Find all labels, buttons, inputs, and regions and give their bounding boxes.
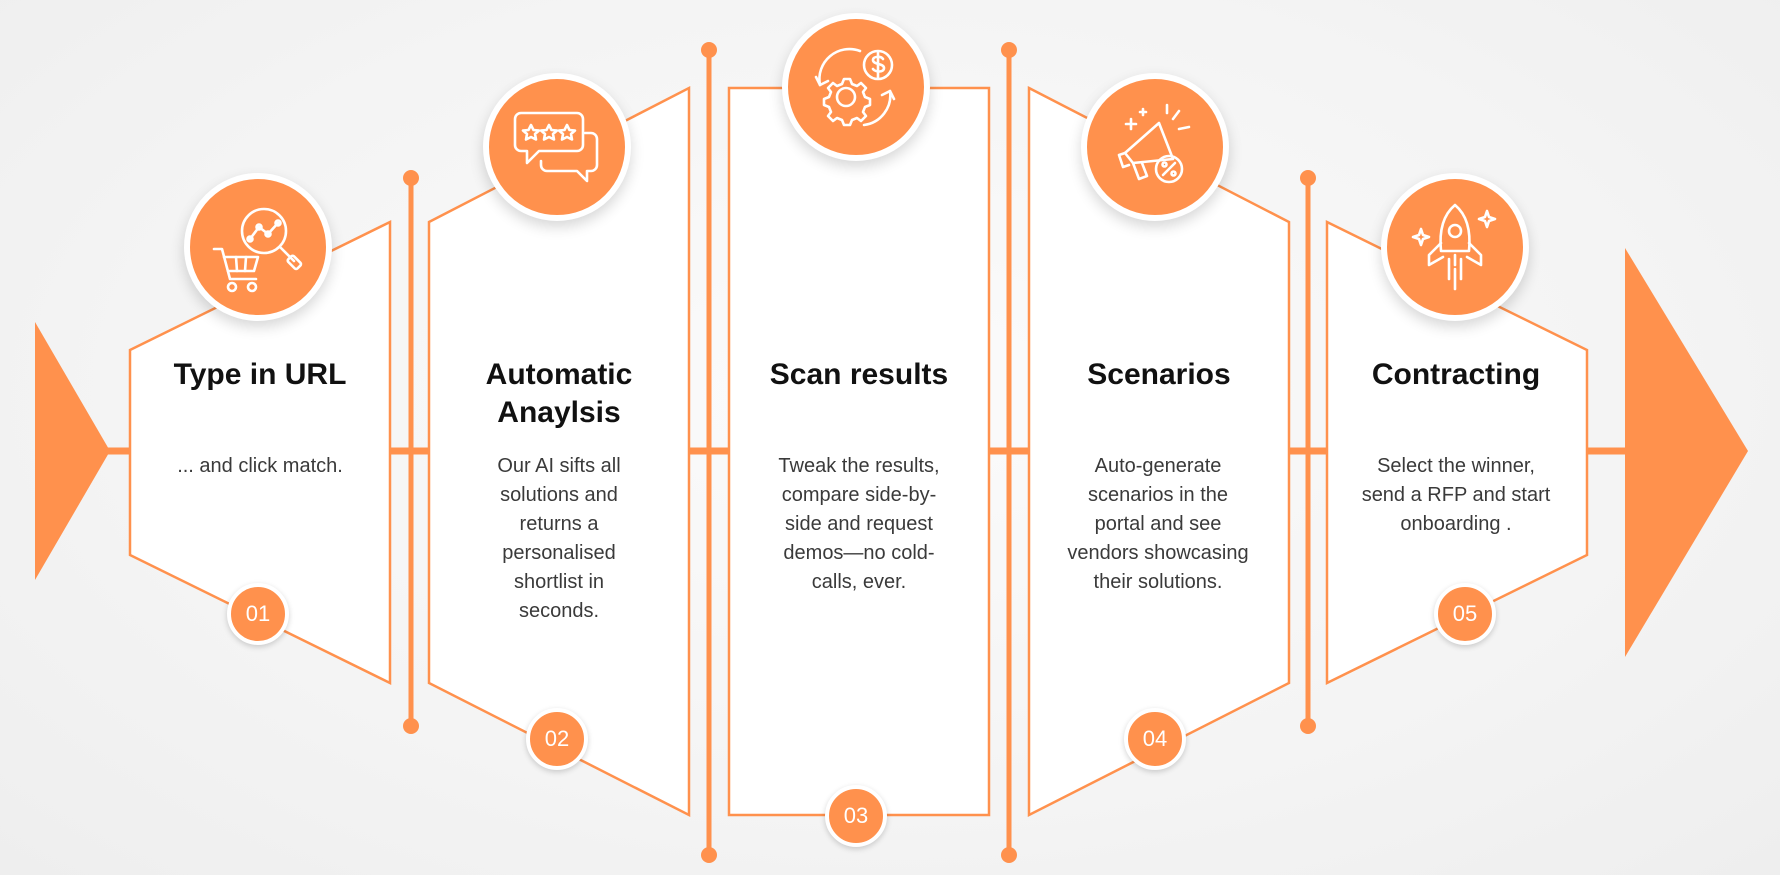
divider-top-dot-1 [403, 170, 419, 186]
step-3-panel [727, 86, 991, 817]
divider-bottom-dot-4 [1300, 718, 1316, 734]
step-5-panel [1325, 219, 1589, 686]
step-1-panel [128, 219, 392, 686]
divider-top-dot-4 [1300, 170, 1316, 186]
step-4-panel [1027, 85, 1291, 818]
end-arrow-shape [1625, 248, 1748, 657]
step-2-panel [427, 85, 691, 818]
divider-bottom-dot-3 [1001, 847, 1017, 863]
divider-top-dot-2 [701, 42, 717, 58]
divider-bottom-dot-2 [701, 847, 717, 863]
divider-bottom-dot-1 [403, 718, 419, 734]
divider-top-dot-3 [1001, 42, 1017, 58]
start-arrow-shape [35, 322, 110, 580]
